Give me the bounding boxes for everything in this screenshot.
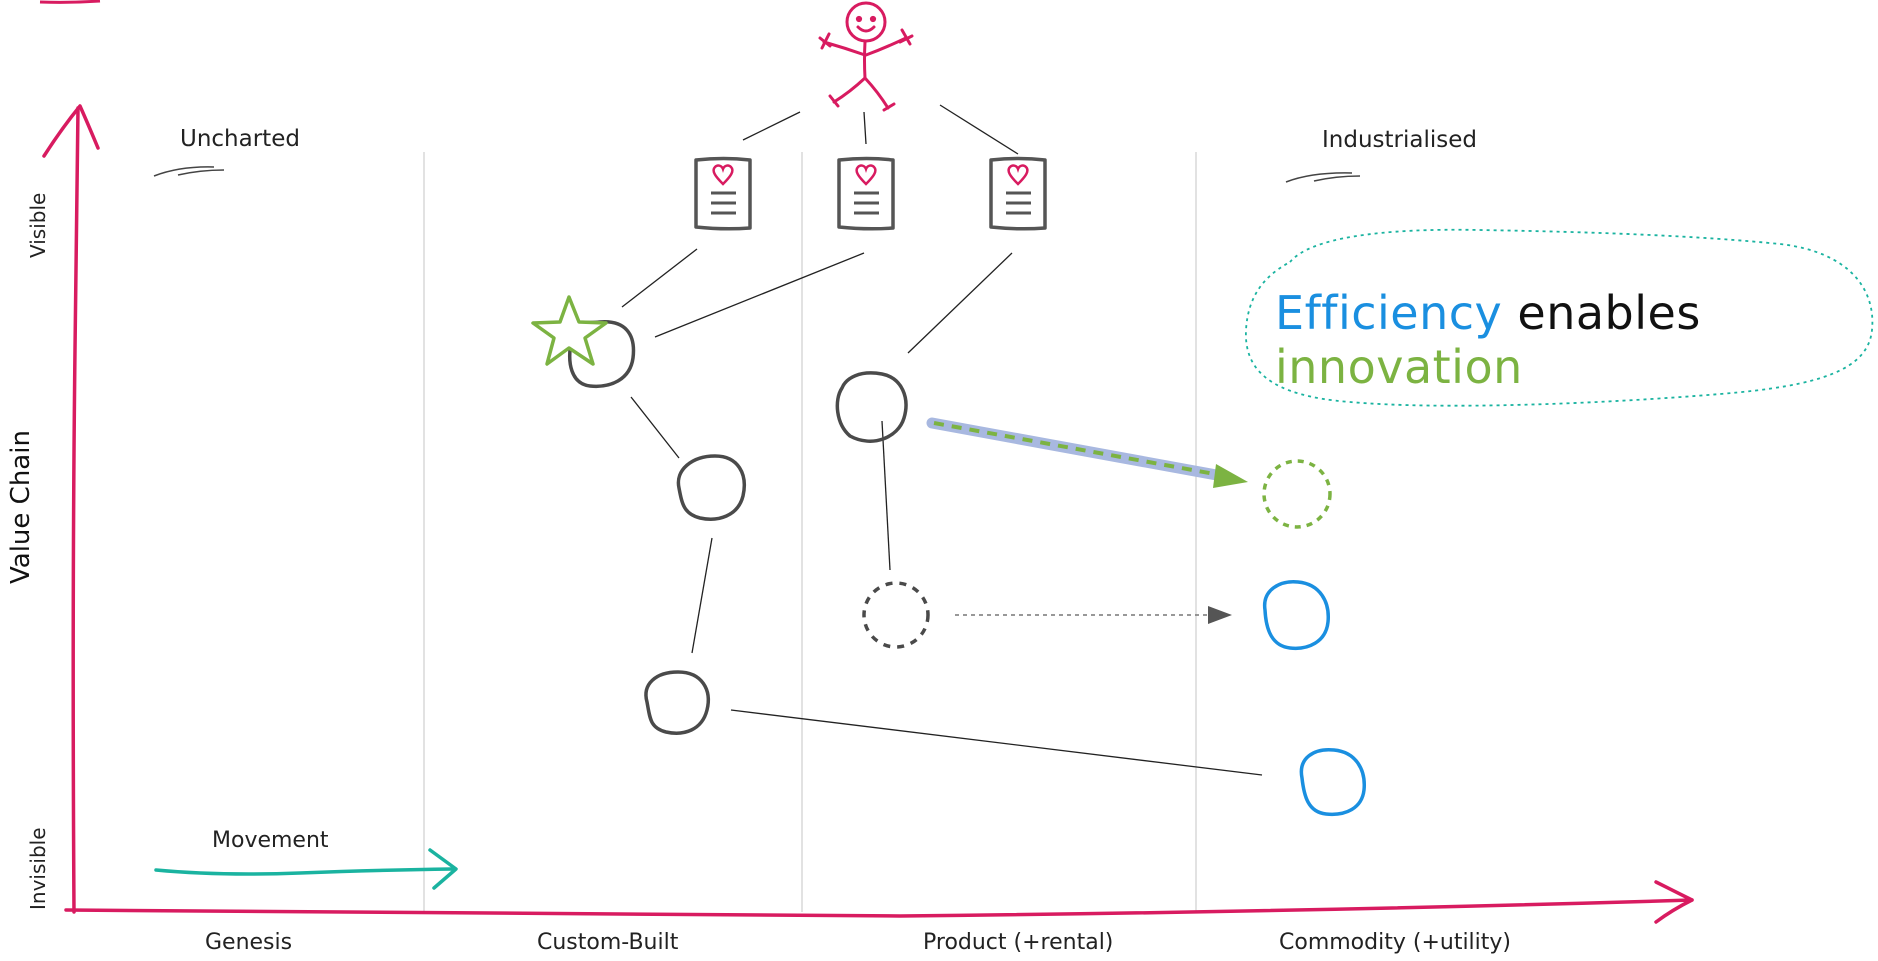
corner-stroke (39, 0, 101, 4)
node-future-green (1262, 459, 1332, 529)
y-axis (42, 104, 100, 914)
x-stage-custom-built: Custom-Built (537, 930, 679, 955)
quote-word-innovation: innovation (1275, 340, 1523, 394)
uncharted-squiggle (153, 166, 225, 177)
star-icon (531, 295, 608, 366)
industrialised-label: Industrialised (1322, 127, 1477, 153)
y-axis-arrowhead (42, 104, 100, 158)
movement-label: Movement (212, 828, 329, 853)
industrialised-squiggle (1285, 172, 1361, 183)
x-axis-arrowhead (1654, 880, 1694, 924)
x-stage-genesis: Genesis (205, 930, 293, 955)
movement-arrow (154, 848, 458, 890)
y-axis-bottom-label: Invisible (26, 827, 50, 911)
document-heart-icon (837, 156, 895, 231)
evolution-arrow (926, 417, 1248, 488)
figure-need-links (742, 104, 1019, 155)
node-commodity-lower (1299, 748, 1366, 817)
quote-word-enables: enables (1502, 286, 1701, 340)
document-heart-icon (694, 156, 752, 231)
dependency-lines (621, 248, 1263, 776)
commodity-nodes (1263, 580, 1366, 817)
uncharted-label: Uncharted (180, 126, 300, 152)
quote-word-efficiency: Efficiency (1275, 286, 1503, 340)
inertia-arrow (955, 606, 1232, 624)
node-product-upper (835, 371, 908, 443)
node-commodity-upper (1263, 580, 1330, 651)
y-axis-title: Value Chain (6, 430, 36, 584)
quote-bubble (1245, 228, 1874, 407)
stick-figure-icon (818, 1, 914, 112)
quote-text: Efficiency enables innovation (1275, 286, 1878, 394)
x-stage-commodity: Commodity (+utility) (1279, 930, 1512, 955)
x-axis (64, 880, 1694, 924)
node-custom-lower (644, 670, 710, 735)
node-product-future (862, 581, 930, 649)
x-stage-product: Product (+rental) (923, 930, 1114, 955)
y-axis-top-label: Visible (26, 192, 50, 258)
node-custom-middle (676, 454, 746, 521)
document-heart-icon (989, 156, 1047, 231)
component-nodes (568, 320, 908, 735)
